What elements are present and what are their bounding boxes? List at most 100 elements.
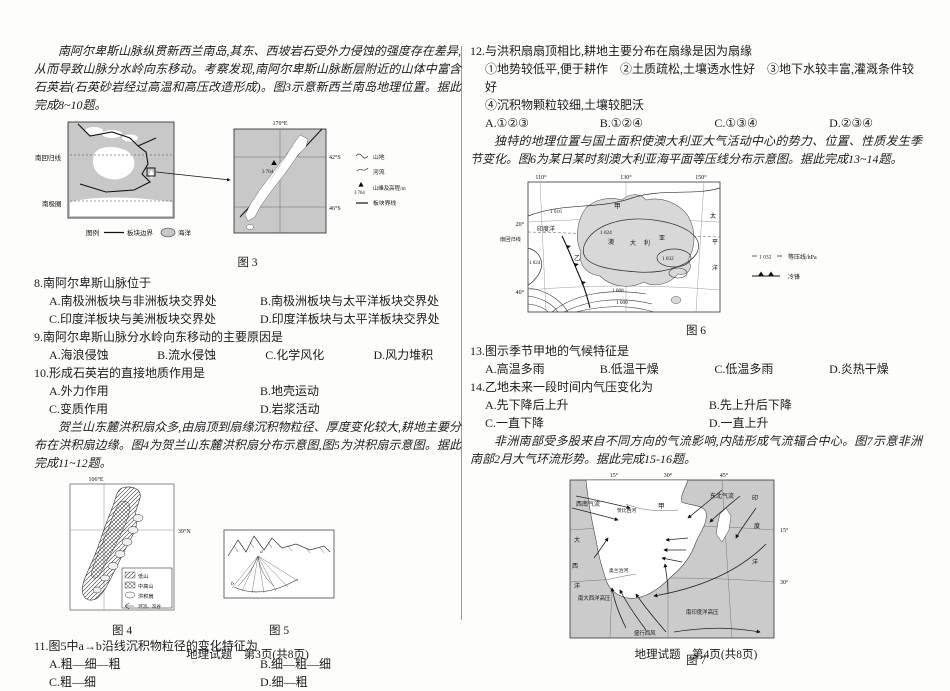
q11-option-d: D.细—粗 — [260, 674, 308, 689]
q10-option-a: A.外力作用 — [49, 383, 109, 398]
q12-option-a: A.①②③ — [485, 116, 529, 130]
intro-southern-alps: 南阿尔卑斯山脉纵贯新西兰南岛,其东、西坡岩石受外力侵蚀的强度存在差异,从而导致山… — [34, 44, 461, 112]
q12-items-line1: ①地势较低平,便于耕作 ②土质疏松,土壤透水性好 ③地下水较丰富,灌溉条件较好 — [485, 62, 915, 94]
fig3-lat-n: 42°S — [329, 154, 341, 161]
fig4-map: 低山 中高山 洪积扇 河流、沟谷 — [69, 483, 175, 611]
south-island-shape — [244, 134, 309, 222]
q14-option-d: D.一直上升 — [708, 415, 769, 430]
q14-option-a: A.先下降后上升 — [485, 397, 569, 412]
question-8-options: A.南极洲板块与非洲板块交界处 B.南极洲板块与太平洋板块交界处 C.印度洋板块… — [34, 292, 461, 328]
q8-option-a: A.南极洲板块与非洲板块交界处 — [49, 293, 217, 308]
figure-3-caption: 图 3 — [237, 257, 258, 269]
airflow-arrows — [571, 489, 767, 634]
q10-option-d: D.岩浆活动 — [260, 401, 320, 416]
question-13-options: A.高温多雨 B.低温干燥 C.低温多雨 D.炎热干燥 — [470, 360, 922, 378]
page-4-column: 12.与洪积扇扇顶相比,耕地主要分布在扇缘是因为扇缘 ①地势较低平,便于耕作 ②… — [470, 42, 922, 672]
fig7-indian-1: 印 — [752, 495, 758, 502]
q8-option-c: C.印度洋板块与美洲板块交界处 — [49, 311, 217, 326]
page-3-footer: 地理试题 第3页(共8页) — [186, 649, 309, 661]
fig7-westerlies: 盛行西风 — [634, 629, 656, 637]
mid-high-mountain-belt — [91, 500, 131, 579]
figure-7-map: 15° 30° 45° — [569, 472, 789, 639]
legend-boundary: 板块界线 — [373, 199, 396, 207]
fig5-point-b: b — [231, 581, 234, 587]
intro-helan-fans: 贺兰山东麓洪积扇众多,由扇顶到扇缘沉积物粒径、厚度变化较大,耕地主要分布在洪积扇… — [34, 419, 461, 470]
q11-option-b: B.细—粗—细 — [260, 656, 332, 671]
q11-option-a: A.粗—细—粗 — [49, 656, 121, 671]
fig4-lon-label: 106°E — [88, 476, 103, 483]
fig3-side-legend: 山地 河流 3 764 山峰及高程/m 板块界线 — [354, 153, 406, 207]
figure-6: 110° 130° 150° 20° 40° 南回归线 — [470, 168, 922, 339]
fig3-legend-boundary: 板块边界 — [127, 228, 154, 237]
fig5-point-a: a — [260, 549, 263, 555]
fig6-place-jia: 甲 — [614, 202, 621, 210]
australia-shape — [577, 194, 695, 287]
q9-option-a: A.海浪侵蚀 — [49, 347, 109, 362]
legend-river-gully: 河流、沟谷 — [138, 603, 161, 610]
fig7-south-atlantic-high: 南大西洋高压 — [578, 594, 611, 602]
q8-option-d: D.印度洋板块与太平洋板块交界处 — [260, 311, 440, 326]
fig7-lon-15: 15° — [610, 472, 619, 479]
fig7-indian-3: 洋 — [752, 558, 758, 566]
q13-option-b: B.低温干燥 — [599, 361, 659, 376]
fig6-lon-130: 130° — [620, 174, 632, 181]
legend-peak: 山峰及高程/m — [373, 184, 406, 192]
question-12-stem: 12.与洪积扇扇顶相比,耕地主要分布在扇缘是因为扇缘 — [470, 44, 753, 58]
q13-option-c: C.低温多雨 — [714, 361, 774, 376]
fig4-legend: 低山 中高山 洪积扇 河流、沟谷 — [121, 567, 173, 610]
figure-4-5-captions: 图 4 图 5 — [34, 622, 461, 637]
page-divider — [461, 46, 462, 620]
q10-option-b: B.地壳运动 — [260, 383, 320, 398]
fig6-pacific-2: 平 — [712, 239, 718, 246]
ocean-legend-swatch — [160, 227, 176, 238]
question-10-options: A.外力作用 B.地壳运动 C.变质作用 D.岩浆活动 — [34, 382, 461, 418]
peak-marker — [271, 160, 277, 165]
fig3-legend-ocean: 海洋 — [178, 228, 192, 237]
fig6-pacific-1: 太 — [710, 212, 716, 220]
figure-4-5-graphics: 106°E 低山 中高山 — [69, 476, 335, 611]
question-12-options: A.①②③ B.①②④ C.①③④ D.②③④ — [470, 114, 922, 132]
question-11-options: A.粗—细—粗 B.细—粗—细 C.粗—细 D.细—粗 — [34, 655, 461, 691]
question-10-stem: 10.形成石英岩的直接地质作用是 — [34, 365, 206, 380]
fig3-lon-label: 170°E — [272, 120, 287, 127]
isobar-1032 — [656, 248, 692, 268]
fig3-overview-map — [67, 121, 175, 219]
legend-peak-value: 3 764 — [354, 191, 365, 196]
figure-4-5: 106°E 低山 中高山 — [34, 472, 461, 637]
question-8-stem: 8.南阿尔卑斯山脉位于 — [34, 275, 152, 290]
figure-6-map: 110° 130° 150° 20° 40° 南回归线 — [500, 174, 817, 313]
question-14-stem: 14.乙地未来一段时间内气压变化为 — [470, 379, 654, 394]
fig6-isobar-1008-label: 1 008 — [612, 288, 624, 294]
fig3-legend-title: 图例 — [86, 228, 99, 237]
fig6-tropic-label: 南回归线 — [500, 235, 521, 243]
legend-mid-mountain: 中高山 — [138, 582, 154, 590]
q12-items-line2: ④沉积物颗粒较细,土壤较肥沃 — [485, 98, 645, 112]
tasmania-shape — [670, 296, 682, 304]
question-13-stem: 13.图示季节甲地的气候特征是 — [470, 343, 630, 358]
fig6-place-yi: 乙 — [574, 254, 581, 262]
plate-boundary-line — [77, 123, 151, 193]
q14-option-c: C.一直下降 — [485, 415, 545, 430]
cold-front-teeth — [566, 245, 586, 285]
fig7-place-jia: 甲 — [658, 502, 665, 510]
legend-mountain: 山地 — [373, 153, 385, 161]
orange-river — [605, 573, 637, 581]
river-gully-icon — [124, 602, 134, 610]
peak-elevation: 3 764 — [262, 170, 274, 175]
legend-low-mountain: 低山 — [138, 572, 148, 580]
figure-7-caption: 图 7 — [685, 654, 707, 667]
inset-box — [146, 167, 156, 177]
fig3-tropic-label: 南回归线 — [35, 153, 62, 162]
fig6-country-ya: 亚 — [659, 235, 665, 242]
question-9-stem: 9.南阿尔卑斯山脉分水岭向东移动的主要原因是 — [34, 329, 284, 344]
fig6-isobar-1024-label: 1 024 — [600, 230, 612, 236]
fig6-lat-20: 20° — [516, 221, 525, 228]
fig3-lat-s: 46°S — [329, 205, 341, 212]
figure-4-caption: 图 4 — [112, 624, 133, 637]
fig6-lon-110: 110° — [535, 174, 547, 181]
fig7-south-indian-high: 南印度洋高压 — [686, 608, 719, 616]
fig7-atlantic-2: 西 — [572, 563, 578, 570]
mountain-icon — [355, 153, 369, 159]
figure-6-caption: 图 6 — [685, 325, 707, 337]
q11-option-c: C.粗—细 — [49, 674, 97, 689]
